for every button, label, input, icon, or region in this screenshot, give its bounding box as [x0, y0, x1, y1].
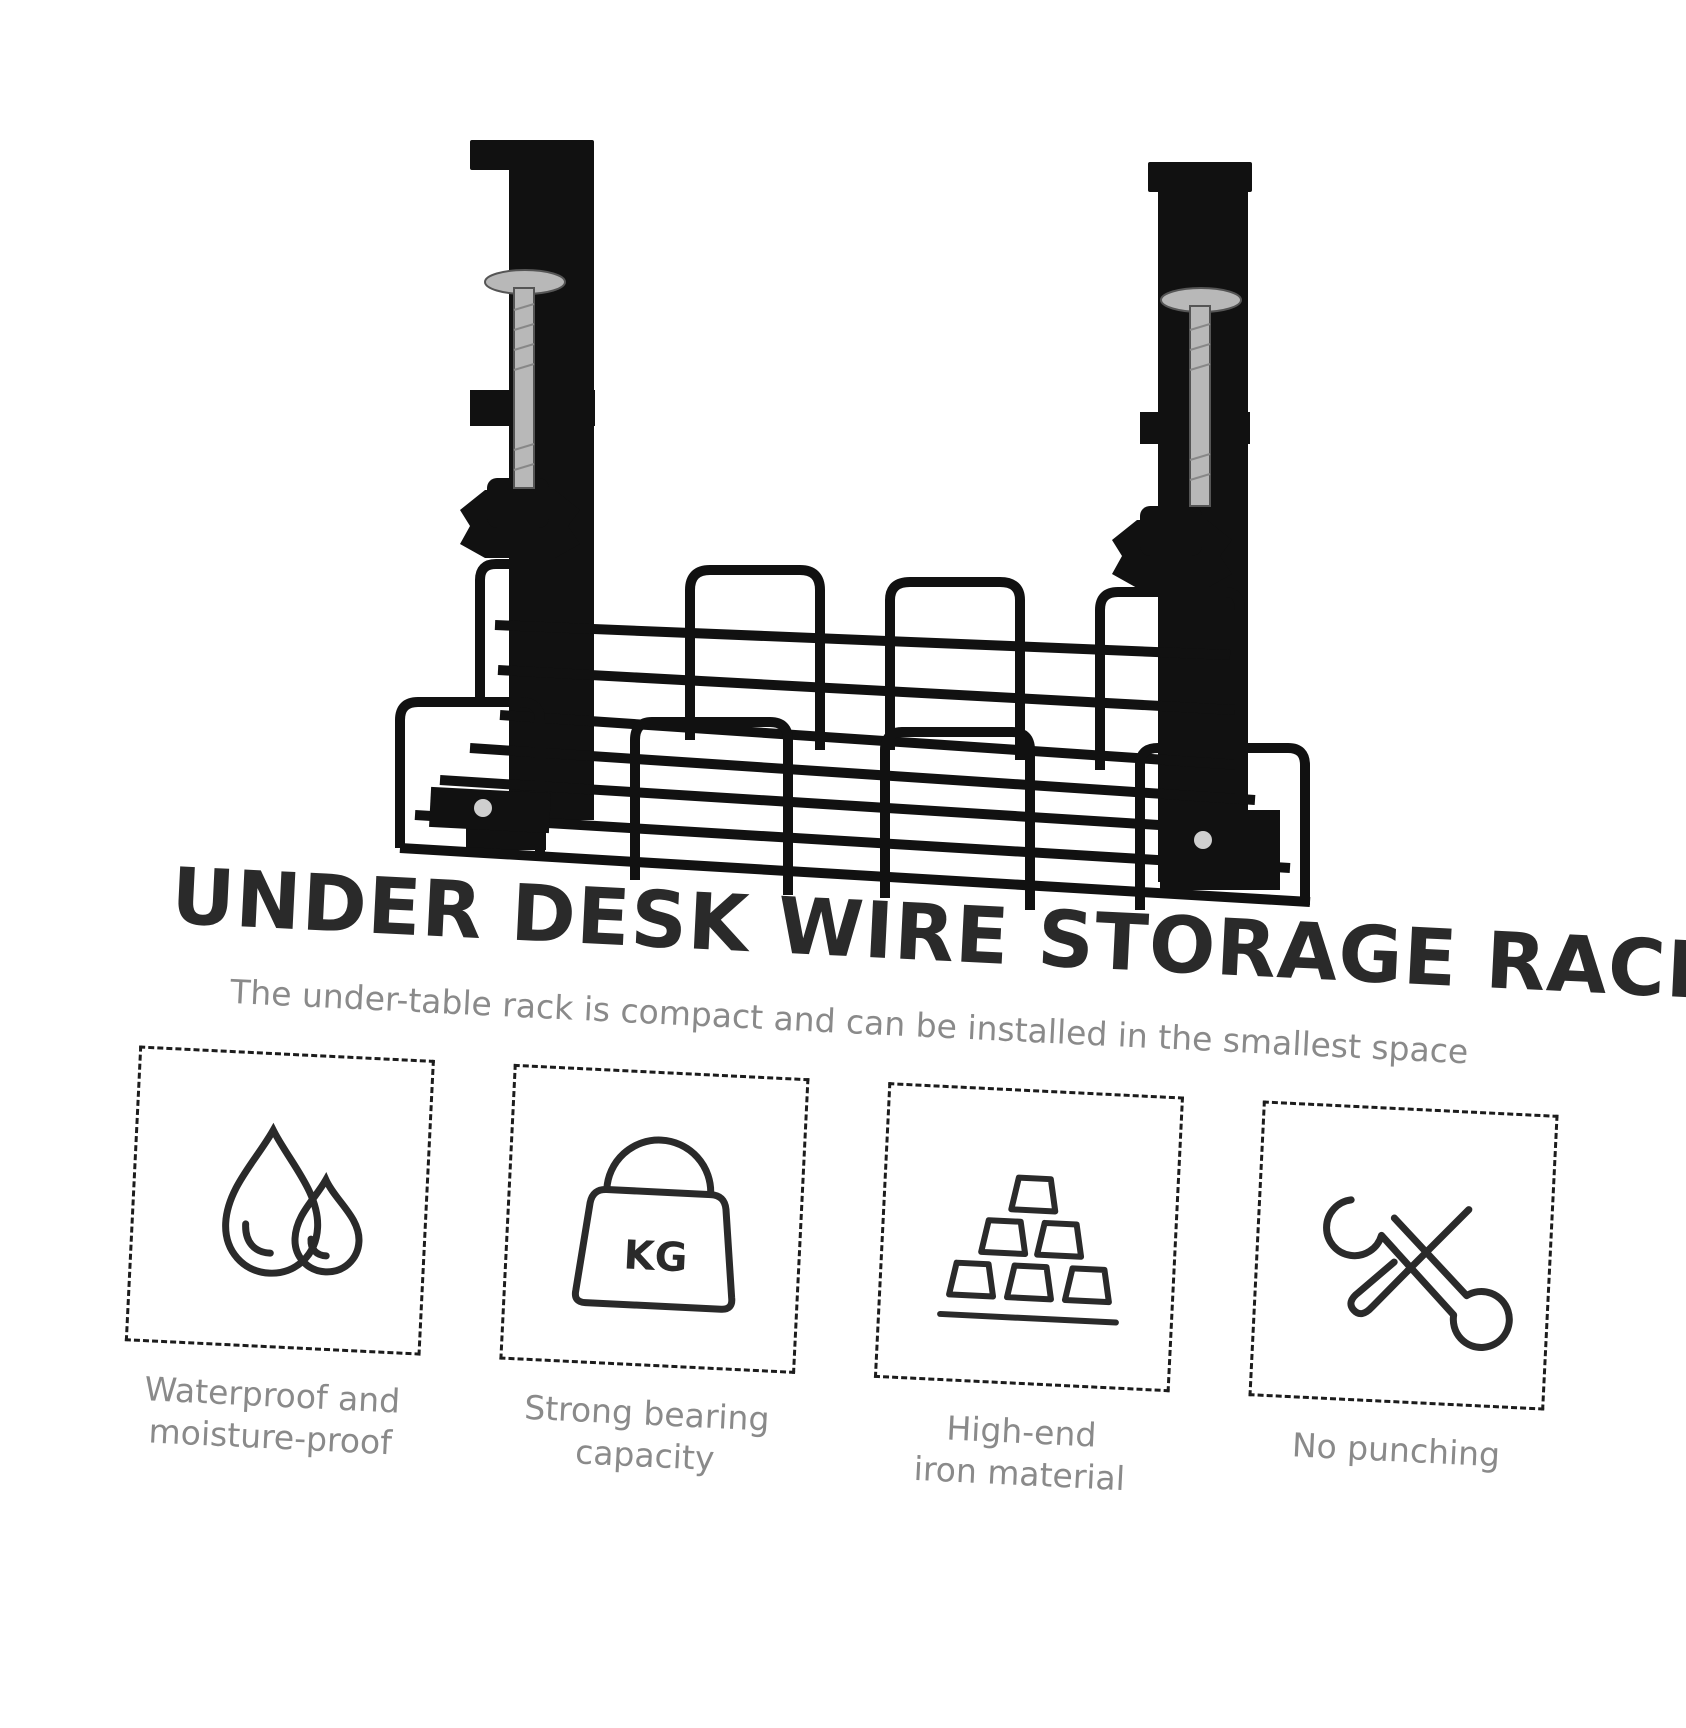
- water-drops-icon: [222, 1122, 363, 1277]
- feature-box: [1248, 1100, 1559, 1411]
- feature-iron: High-end iron material: [873, 1082, 1188, 1498]
- feature-label-line: No punching: [1291, 1425, 1501, 1475]
- weight-label: KG: [623, 1232, 689, 1281]
- feature-waterproof: Waterproof and moisture-proof: [124, 1045, 439, 1462]
- feature-box: [873, 1082, 1185, 1393]
- product-image: [395, 140, 1311, 910]
- feature-box: [124, 1045, 435, 1356]
- feature-box: KG: [499, 1063, 810, 1374]
- weight-kg-icon: KG: [571, 1136, 736, 1313]
- feature-bearing: KG Strong bearing capacity: [499, 1063, 814, 1478]
- feature-no-punching: No punching: [1248, 1100, 1563, 1474]
- wrench-screwdriver-icon: [1323, 1196, 1513, 1351]
- iron-ingots-icon: [937, 1174, 1119, 1326]
